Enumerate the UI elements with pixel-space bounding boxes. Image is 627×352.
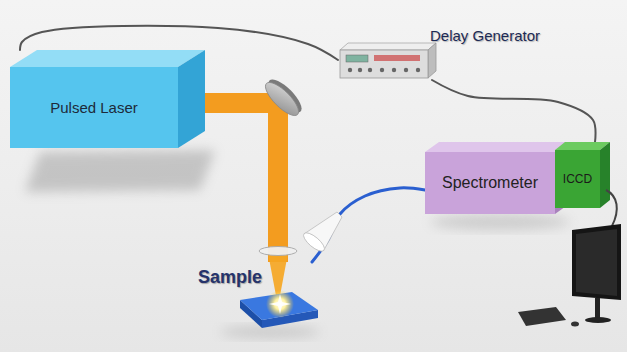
device-knob	[358, 68, 362, 72]
box-side	[178, 50, 205, 148]
device-top	[340, 43, 436, 50]
box-face: Pulsed Laser	[10, 67, 178, 148]
box-front	[425, 152, 555, 214]
spectrometer-shadow	[430, 214, 570, 230]
laser-box: Pulsed Laser	[10, 50, 205, 148]
device-knob	[380, 68, 384, 72]
device-knob	[392, 68, 396, 72]
device-knob	[368, 68, 372, 72]
box-3d	[555, 142, 610, 208]
monitor-base	[585, 317, 611, 323]
plasma-spark	[266, 290, 294, 318]
collection-lens-face	[301, 230, 327, 254]
label-holder: Sample	[196, 262, 320, 288]
box-3d	[425, 142, 569, 214]
device-side	[428, 43, 436, 78]
focusing-lens	[259, 247, 297, 256]
monitor-stand	[595, 298, 600, 318]
box-top	[425, 142, 569, 152]
sample-shadow	[220, 326, 320, 338]
box-side	[600, 142, 610, 208]
monitor	[572, 224, 621, 300]
spectrometer-box: Spectrometer	[425, 142, 569, 214]
gate-cable	[432, 80, 596, 142]
keyboard	[518, 307, 566, 326]
box-top	[10, 50, 205, 67]
label-holder: Delay Generator	[338, 26, 550, 44]
box-3d	[10, 50, 205, 148]
node-label: Delay Generator	[430, 27, 550, 44]
node-label: ICCD	[563, 172, 592, 186]
box-face: ICCD	[555, 150, 600, 208]
monitor-screen	[576, 229, 617, 296]
box-face: Spectrometer	[425, 152, 555, 214]
laser-shadow	[25, 150, 215, 192]
device-knob	[404, 68, 408, 72]
device-knob	[348, 68, 352, 72]
iccd-box: ICCD	[555, 142, 610, 208]
plasma-spark	[269, 294, 291, 314]
node-label: Spectrometer	[442, 174, 538, 192]
box-front	[555, 150, 600, 208]
mirror	[261, 78, 303, 120]
box-front	[10, 67, 178, 148]
device-knob	[416, 68, 420, 72]
device-display	[374, 55, 420, 61]
laser-beam	[205, 103, 278, 262]
device-front	[340, 50, 428, 78]
mouse	[571, 322, 579, 327]
node-label: Pulsed Laser	[50, 99, 138, 116]
sample: Sample	[196, 262, 320, 337]
node-label: Sample	[198, 267, 320, 288]
delay-generator: Delay Generator	[338, 26, 550, 80]
device-display	[346, 55, 368, 62]
computer-cable	[606, 190, 617, 226]
box-faces	[10, 50, 610, 214]
